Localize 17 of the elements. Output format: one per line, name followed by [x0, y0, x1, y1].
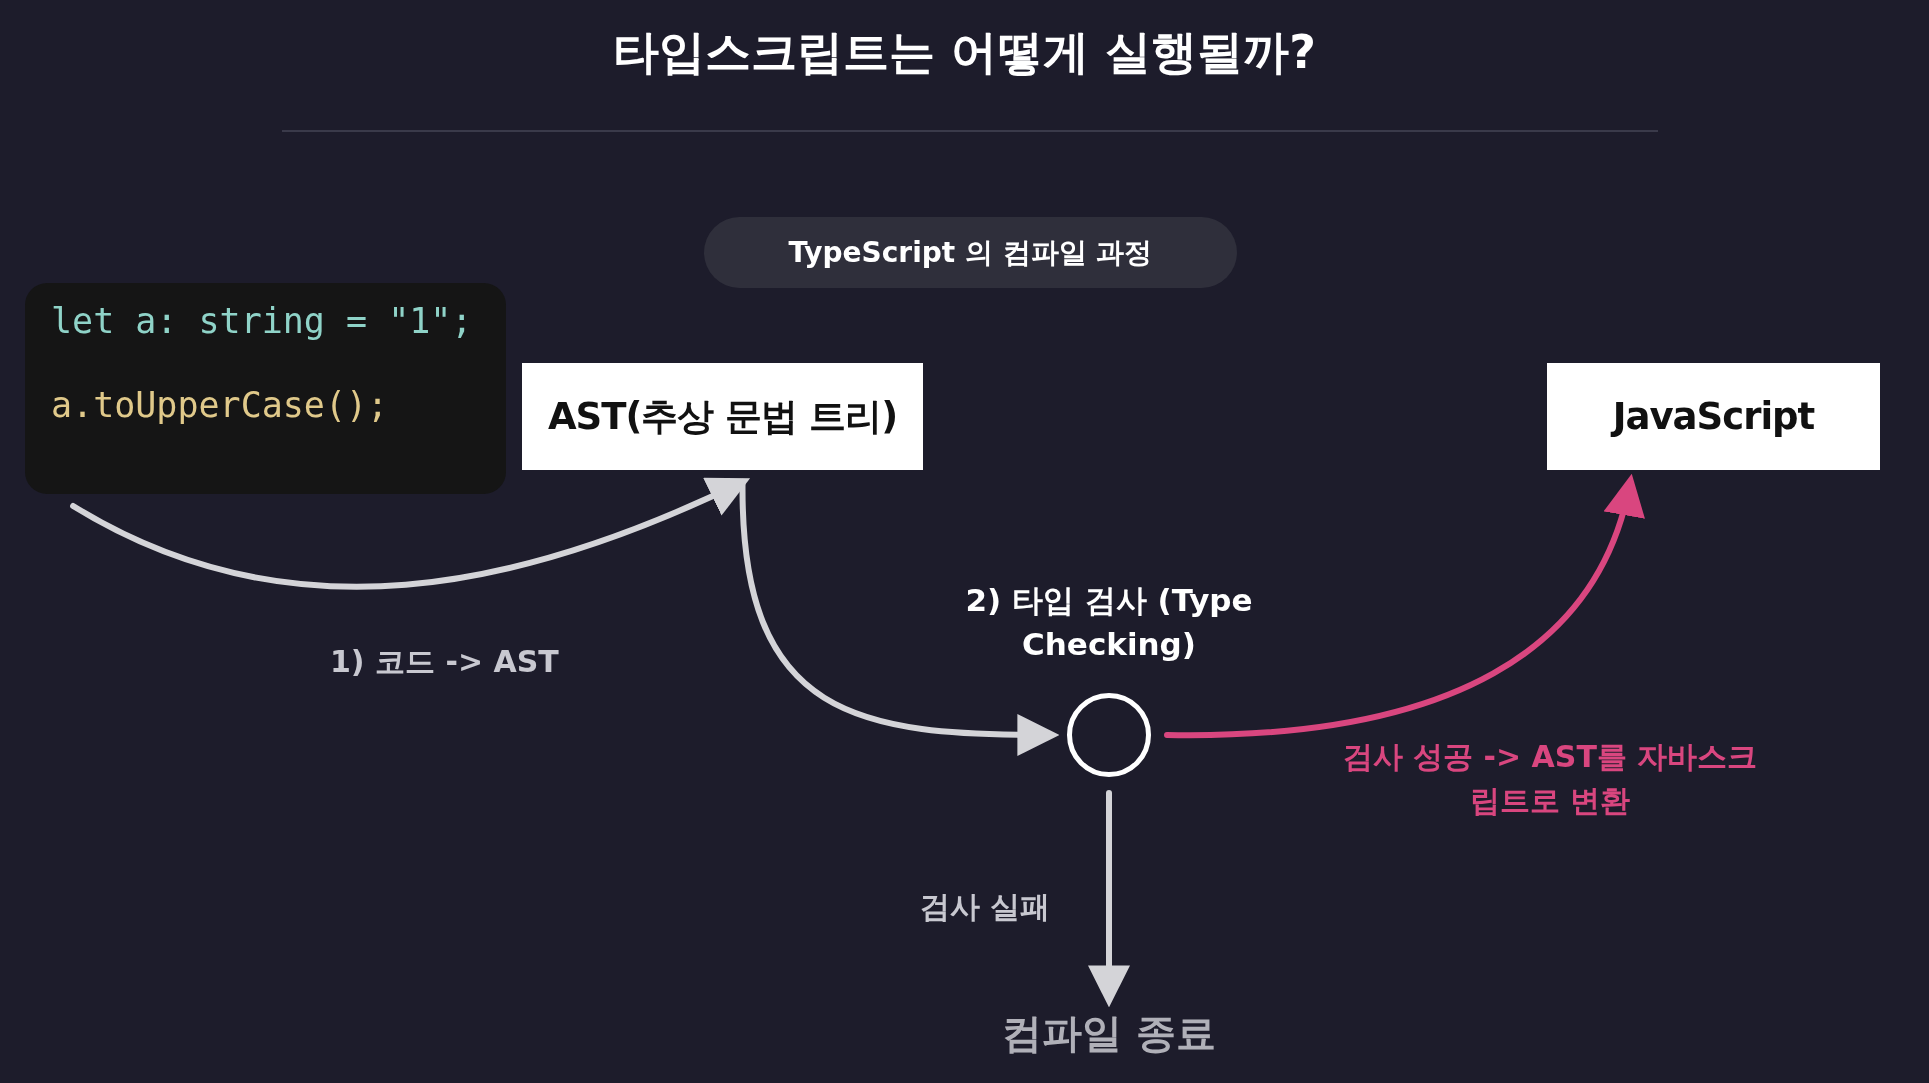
box-label: JavaScript: [1612, 395, 1815, 438]
edge-label: 검사 실패: [920, 888, 1051, 926]
arrow: [1164, 473, 1643, 738]
arrow: [70, 477, 751, 590]
heading-text: TypeScript 의 컴파일 과정: [788, 234, 1153, 271]
box-label: AST(추상 문법 트리): [547, 393, 898, 440]
process-box: [522, 363, 923, 470]
edge-label: 검사 성공 -> AST를 자바스크립트로 변환: [1341, 738, 1759, 820]
code-line: a.toUpperCase();: [51, 385, 390, 425]
end-label: 컴파일 종료: [1002, 1008, 1216, 1058]
check-circle: [1067, 693, 1151, 777]
edge-label: 1) 코드 -> AST: [330, 643, 559, 681]
node-caption: 2) 타입 검사 (Type Checking): [964, 581, 1254, 664]
arrow: [1088, 790, 1130, 1008]
process-box: [1547, 363, 1880, 470]
code-line: let a: string = "1";: [51, 301, 474, 341]
title: 타입스크립트는 어떻게 실행될까?: [612, 24, 1317, 81]
